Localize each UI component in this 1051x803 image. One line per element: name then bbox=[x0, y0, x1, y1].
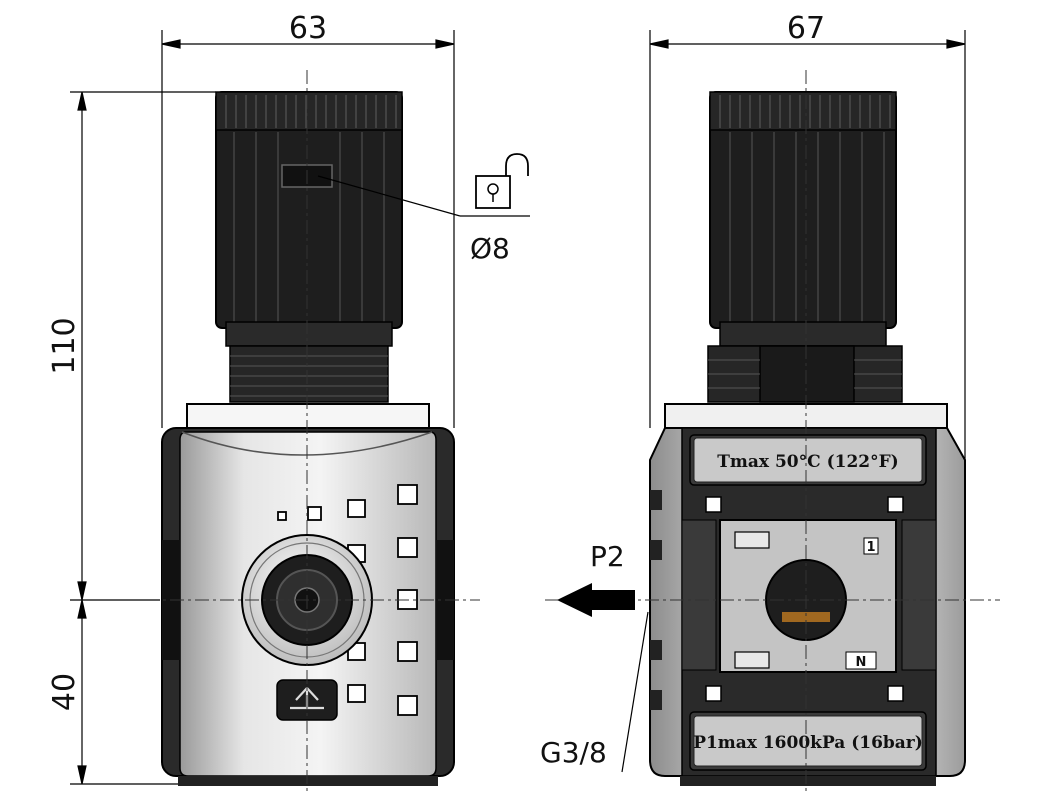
thread-leader-line bbox=[621, 611, 649, 773]
flow-direction-arrow-icon bbox=[557, 583, 635, 617]
side-adjust-knob bbox=[707, 91, 903, 403]
side-body bbox=[649, 427, 966, 786]
indicator-squares bbox=[277, 484, 418, 716]
outlet-port-label: P2 bbox=[590, 540, 625, 573]
height-lower-dimension: 40 bbox=[47, 673, 82, 711]
front-collar bbox=[186, 403, 430, 431]
unlocked-padlock-icon bbox=[475, 153, 529, 209]
tmax-label: Tmax 50°C (122°F) bbox=[717, 452, 898, 472]
port-1-label: 1 bbox=[866, 540, 875, 555]
side-width-dimension: 67 bbox=[787, 11, 825, 46]
p1max-label: P1max 1600kPa (16bar) bbox=[693, 733, 923, 753]
dimension-lines bbox=[70, 30, 966, 785]
front-adjust-knob bbox=[215, 91, 403, 403]
front-view bbox=[161, 91, 455, 786]
side-view: Tmax 50°C (122°F) P1max 1600kPa (16bar) … bbox=[649, 91, 966, 786]
thread-dimension: G3/8 bbox=[540, 736, 607, 769]
height-total-dimension: 110 bbox=[47, 317, 82, 374]
front-width-dimension: 63 bbox=[289, 11, 327, 46]
lock-callout: Ø8 bbox=[317, 153, 530, 265]
port-n-label: N bbox=[856, 655, 867, 670]
lock-hole-dimension: Ø8 bbox=[470, 232, 510, 265]
